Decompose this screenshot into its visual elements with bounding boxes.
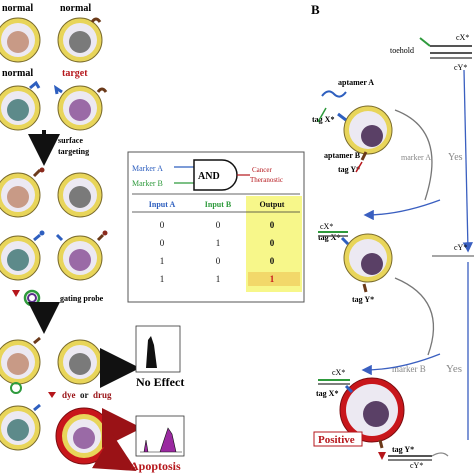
cell-normal-brown <box>0 17 41 63</box>
label-tag-y-2: tag Y* <box>352 295 374 304</box>
label-aptamer-b: aptamer B <box>324 151 361 160</box>
cell-row4-teal <box>0 230 45 281</box>
table-cell: 0 <box>270 256 275 266</box>
and-gate-icon <box>193 159 238 191</box>
right-panel: B toehold cX* cY* aptamer A tag X* aptam… <box>309 0 474 474</box>
cell-row4-purple <box>55 230 108 281</box>
probe-triangle-icon <box>12 290 20 297</box>
label-surface: surface <box>58 136 83 145</box>
label-tag-x-2: tag X* <box>318 233 340 242</box>
dye-ring-icon <box>10 382 22 394</box>
label-targeting: targeting <box>58 147 89 156</box>
cell-right-2 <box>340 233 393 293</box>
table-cell: 0 <box>216 256 221 266</box>
table-cell: 0 <box>216 220 221 230</box>
cell-target-purple <box>53 84 108 131</box>
label-normal-1: normal <box>2 3 33 14</box>
label-cx-3: cX* <box>332 368 345 377</box>
label-normal-2: normal <box>60 3 91 14</box>
label-tag-y-3: tag Y* <box>392 445 414 454</box>
label-drug: drug <box>93 390 112 400</box>
label-marker-b-yes: marker B <box>392 364 426 374</box>
label-theranostic: Theranostic <box>250 176 283 184</box>
label-and: AND <box>198 171 220 182</box>
label-positive: Positive <box>318 434 355 446</box>
cell-row5-brown <box>0 336 41 385</box>
cell-row3-gray <box>57 172 103 218</box>
cell-row3-brown <box>0 167 45 218</box>
table-cell: 1 <box>160 256 165 266</box>
cell-positive <box>339 377 405 449</box>
label-cy-top: cY* <box>454 63 467 72</box>
histogram-no-effect <box>135 325 181 373</box>
arrow-to-apoptosis <box>92 433 137 472</box>
drug-triangle-icon <box>48 392 56 398</box>
label-apoptosis: Apoptosis <box>130 459 181 473</box>
label-dye: dye <box>62 390 76 400</box>
label-cx-2: cX* <box>320 222 333 231</box>
label-yes-2: Yes <box>446 363 462 375</box>
cell-normal-teal <box>0 80 41 131</box>
label-gating-probe: gating probe <box>60 294 104 303</box>
cell-row5-gray <box>57 339 103 385</box>
label-marker-a-yes-1: marker A <box>401 153 431 162</box>
label-aptamer-a: aptamer A <box>338 78 374 87</box>
table-cell: 0 <box>270 238 275 248</box>
label-tag-y-1: tag Y* <box>338 165 360 174</box>
label-tag-x-1: tag X* <box>312 115 334 124</box>
panel-b-label: B <box>311 2 320 17</box>
label-yes-1: Yes <box>448 152 463 163</box>
label-toehold: toehold <box>390 46 414 55</box>
table-header-0: Input A <box>149 200 176 209</box>
triangle-marker-icon <box>378 452 386 460</box>
histogram-apoptosis <box>135 415 185 457</box>
table-cell: 1 <box>270 274 275 284</box>
cell-right-1 <box>337 105 393 155</box>
label-normal-3: normal <box>2 68 33 79</box>
table-cell: 1 <box>160 274 165 284</box>
label-cy-mid: cY* <box>454 243 467 252</box>
table-cell: 0 <box>270 220 275 230</box>
label-cx-top: cX* <box>456 33 469 42</box>
table-cell: 1 <box>216 238 221 248</box>
cell-row6-teal <box>0 403 41 451</box>
label-tag-x-3: tag X* <box>316 389 338 398</box>
label-cancer: Cancer <box>252 166 272 174</box>
label-or: or <box>80 390 89 400</box>
left-panel: normal normal normal target <box>0 3 185 473</box>
positive-badge <box>313 431 363 447</box>
label-no-effect: No Effect <box>136 375 184 389</box>
label-cy-bottom: cY* <box>410 461 423 470</box>
label-target: target <box>62 68 88 79</box>
logic-gate-box: Marker A Marker B AND Cancer Theranostic… <box>127 151 305 303</box>
label-marker-b: Marker B <box>132 179 163 188</box>
table-cell: 0 <box>160 238 165 248</box>
table-cell: 0 <box>160 220 165 230</box>
cell-row6-apoptotic <box>55 407 113 465</box>
table-header-1: Input B <box>205 200 232 209</box>
table-cell: 1 <box>216 274 221 284</box>
label-marker-a: Marker A <box>132 164 163 173</box>
output-true-highlight <box>248 272 300 286</box>
cell-normal-gray <box>57 17 103 63</box>
truth-table: Input A Input B Output 0 0 0 0 1 0 1 0 0 1 1 1 <box>149 200 300 286</box>
table-header-2: Output <box>260 200 285 209</box>
